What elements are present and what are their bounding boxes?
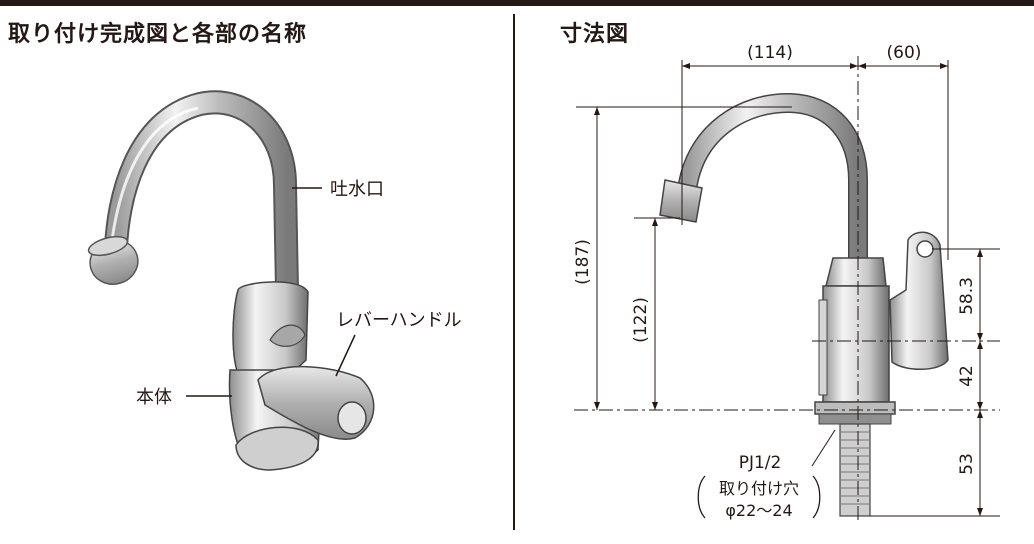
mounting-hole-label: 取り付け穴 bbox=[719, 479, 799, 498]
body-label: 本体 bbox=[136, 387, 172, 408]
lever-handle-drawing bbox=[257, 324, 375, 440]
faucet-side-view bbox=[659, 92, 949, 517]
dimension-drawing-heading: 寸法図 bbox=[560, 22, 630, 47]
spout-label: 吐水口 bbox=[330, 179, 384, 200]
faucet-3d-drawing bbox=[87, 90, 375, 471]
lever-handle-label: レバーハンドル bbox=[336, 310, 462, 331]
handle-height-dimension: 58.3 bbox=[957, 277, 977, 315]
outlet-height-dimension: (122) bbox=[631, 297, 651, 343]
dimension-arrowheads bbox=[594, 63, 983, 516]
panel-divider bbox=[513, 14, 515, 530]
dimension-lines bbox=[574, 56, 1000, 520]
body-height-dimension: 42 bbox=[957, 365, 977, 387]
mounting-hole-size: φ22〜24 bbox=[725, 501, 792, 520]
handle-leader-line bbox=[335, 334, 356, 377]
parts-names-heading: 取り付け完成図と各部の名称 bbox=[8, 22, 308, 47]
top-border bbox=[0, 0, 1034, 6]
handle-offset-dimension: (60) bbox=[887, 43, 922, 63]
total-height-dimension: (187) bbox=[573, 239, 593, 285]
mounting-hole-note: 取り付け穴 φ22〜24 bbox=[697, 475, 821, 520]
spout-reach-dimension: (114) bbox=[747, 43, 793, 63]
mounting-thread-label: PJ1/2 bbox=[739, 453, 782, 473]
aerator-tip bbox=[87, 235, 139, 285]
shank-length-dimension: 53 bbox=[957, 453, 977, 475]
